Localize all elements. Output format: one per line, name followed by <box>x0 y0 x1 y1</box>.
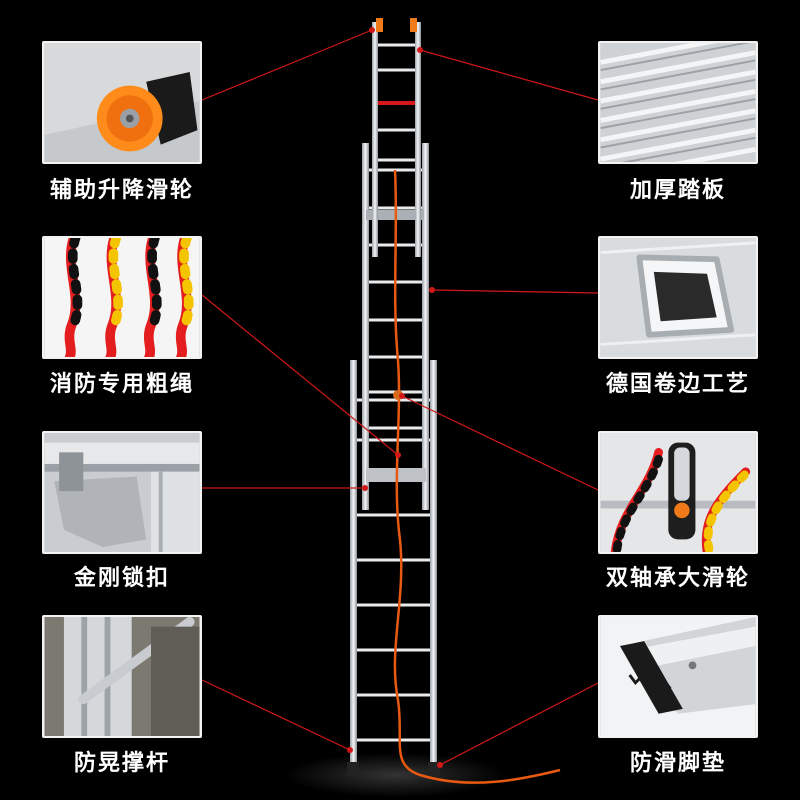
stabilizer-bar-icon <box>44 617 200 736</box>
rolled-edge-icon <box>600 238 756 357</box>
rope-thumbnail <box>42 236 202 359</box>
tread-thumbnail <box>598 41 758 164</box>
double-pulley-thumbnail <box>598 431 758 554</box>
pulley-wheel-thumbnail <box>42 41 202 164</box>
rolled-edge-thumbnail <box>598 236 758 359</box>
stabilizer-bar-thumbnail <box>42 615 202 738</box>
lock-latch-icon <box>44 433 200 552</box>
feature-label: 消防专用粗绳 <box>49 372 194 397</box>
feature-label: 防晃撑杆 <box>73 751 170 776</box>
feature-label: 双轴承大滑轮 <box>605 566 750 591</box>
leader-lines <box>201 29 599 766</box>
anti-slip-foot-icon <box>600 617 756 736</box>
lock-latch-thumbnail <box>42 431 202 554</box>
ladder-section-top <box>372 18 421 257</box>
pulley-wheel-icon <box>44 43 200 162</box>
feature-label: 金刚锁扣 <box>73 566 170 591</box>
feature-label: 辅助升降滑轮 <box>49 178 194 203</box>
feature-label: 防滑脚垫 <box>629 751 726 776</box>
feature-label: 德国卷边工艺 <box>605 372 750 397</box>
anti-slip-foot-thumbnail <box>598 615 758 738</box>
tread-icon <box>600 43 756 162</box>
floor-shadow <box>285 753 505 797</box>
double-pulley-icon <box>600 433 756 552</box>
feature-label: 加厚踏板 <box>629 178 726 203</box>
rope-icon <box>44 238 200 357</box>
ladder-rope <box>393 169 561 784</box>
ladder-section-bottom <box>347 360 440 776</box>
